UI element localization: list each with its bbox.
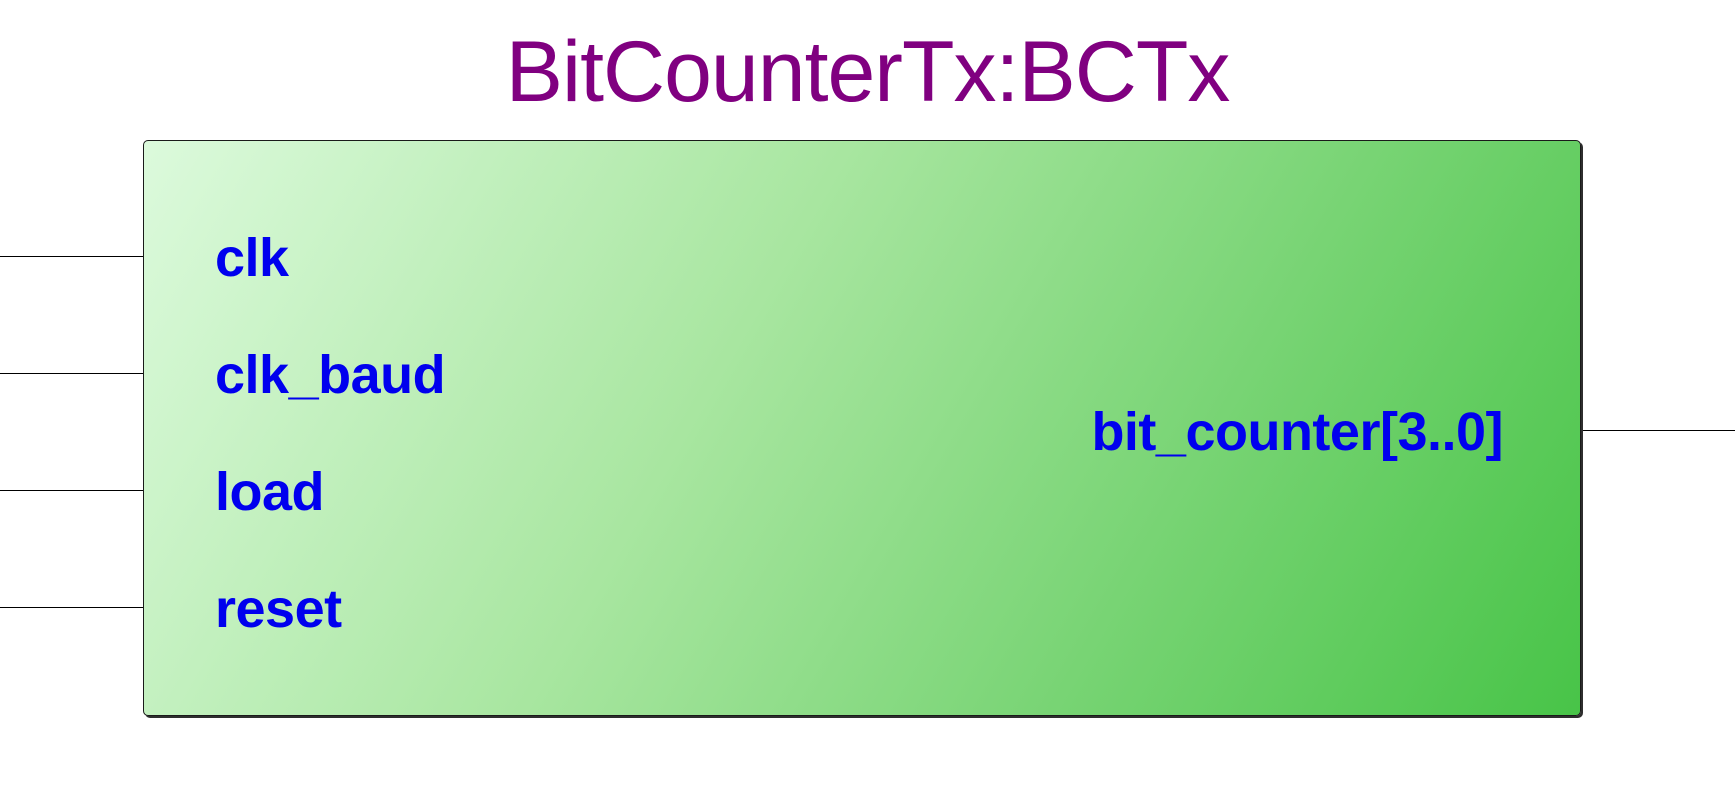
wire-bit-counter — [1581, 430, 1735, 431]
block-title: BitCounterTx:BCTx — [505, 24, 1231, 120]
wire-clk — [0, 256, 143, 257]
port-load: load — [215, 462, 325, 522]
wire-reset — [0, 607, 143, 608]
port-bit-counter: bit_counter[3..0] — [1091, 402, 1503, 462]
port-clk: clk — [215, 228, 289, 288]
wire-load — [0, 490, 143, 491]
port-reset: reset — [215, 579, 342, 639]
entity-block[interactable] — [143, 140, 1581, 716]
wire-clk-baud — [0, 373, 143, 374]
port-clk-baud: clk_baud — [215, 345, 446, 405]
